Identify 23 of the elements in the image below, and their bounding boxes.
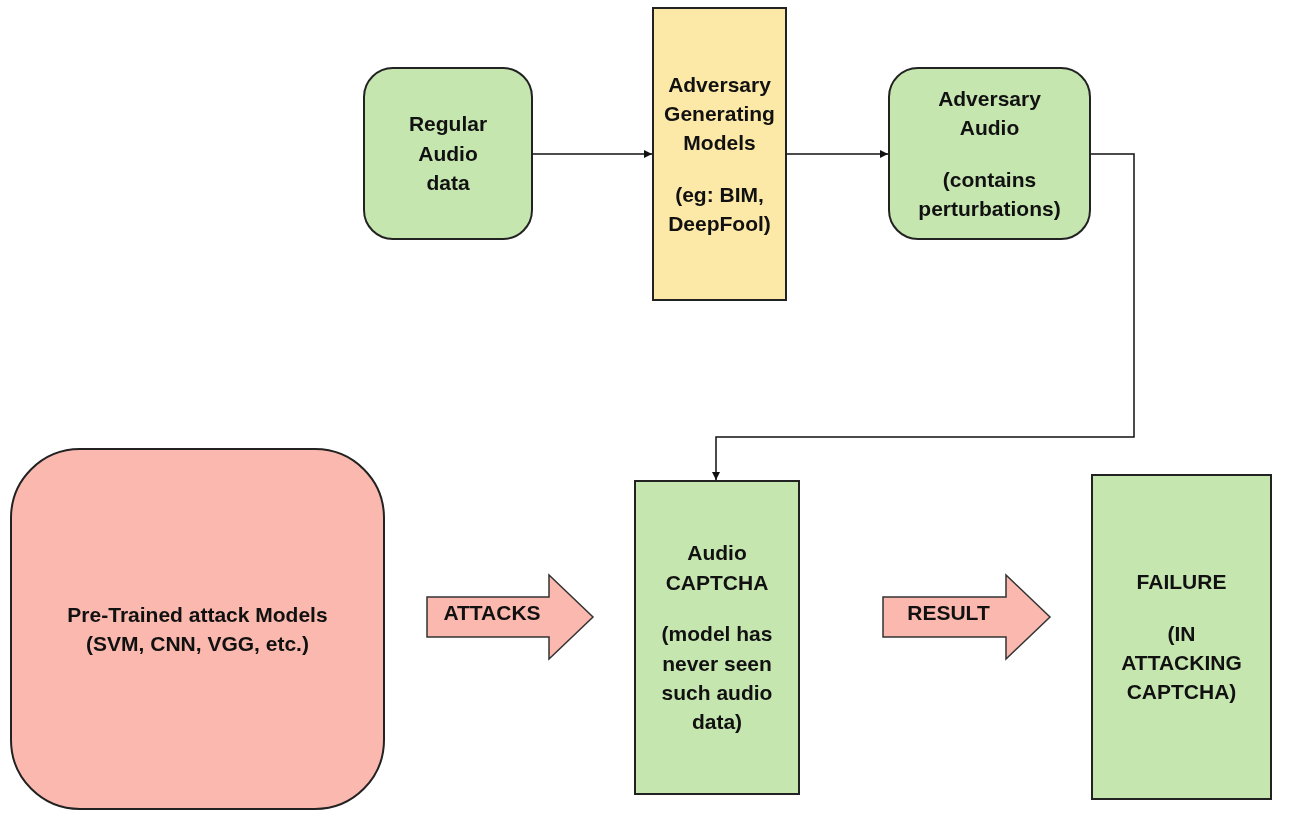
edge-label: RESULT [907, 601, 990, 625]
node-note: (contains perturbations) [918, 166, 1061, 222]
node-title: Adversary Audio [937, 85, 1042, 142]
process-box [888, 67, 1091, 240]
node-note: (model has never seen such audio data) [660, 621, 774, 736]
arrow [712, 153, 1135, 481]
node-title: Regular Audio data [407, 111, 489, 197]
captcha-box [634, 480, 800, 795]
block-arrow [426, 573, 595, 661]
result-box [1091, 474, 1272, 800]
node-title: Audio CAPTCHA [664, 540, 770, 596]
attack-models-box [10, 448, 385, 810]
block-arrow [882, 573, 1052, 661]
model-box [652, 7, 787, 301]
node-note: (IN ATTACKING CAPTCHA) [1121, 620, 1242, 706]
node-title: FAILURE [1136, 569, 1227, 596]
node-note: (eg: BIM, DeepFool) [667, 181, 772, 238]
arrow [786, 150, 889, 158]
node-title: Adversary Generating Models [663, 71, 776, 157]
process-box [363, 67, 533, 240]
edge-label: ATTACKS [443, 601, 541, 625]
node-title: Pre-Trained attack Models (SVM, CNN, VGG, etc.) [66, 601, 329, 657]
arrow [532, 150, 653, 158]
